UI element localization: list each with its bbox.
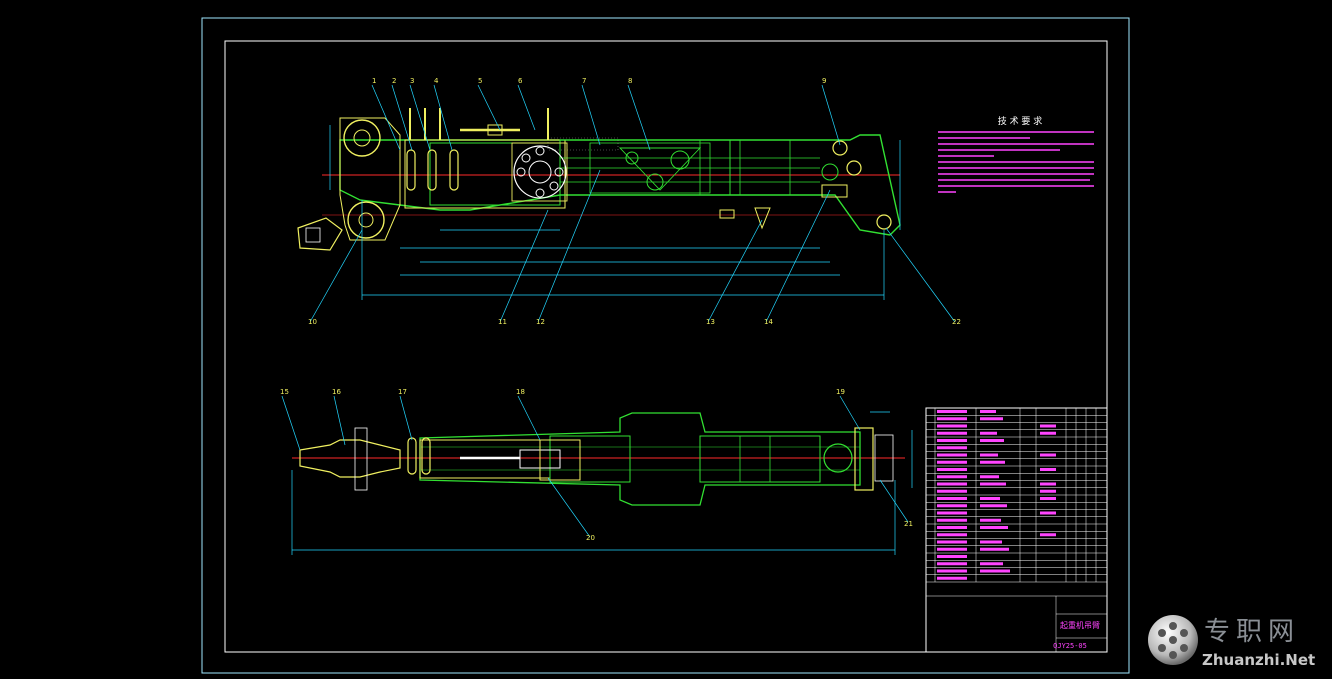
balloon-label: 20 [586,534,595,542]
watermark: 专职网 Zhuanzhi.Net [1142,605,1324,675]
balloon-label: 17 [398,388,407,396]
balloon-label: 19 [836,388,845,396]
balloon-label: 14 [764,318,773,326]
plan-view [281,395,913,555]
balloon-label: 11 [498,318,507,326]
balloon-label: 2 [392,77,396,85]
watermark-cn: 专职网 [1204,617,1301,647]
balloon-label: 9 [822,77,826,85]
tech-title: 技 术 要 求 [998,115,1043,127]
balloon-label: 22 [952,318,961,326]
balloon-label: 12 [536,318,545,326]
balloon-label: 10 [308,318,317,326]
side-view [297,84,956,323]
balloon-label: 8 [628,77,632,85]
balloon-label: 5 [478,77,482,85]
tech-notes [938,131,1094,193]
watermark-en: Zhuanzhi.Net [1202,651,1316,669]
balloon-label: 16 [332,388,341,396]
watermark-globe-icon [1148,615,1198,665]
title-block-name: 起重机吊臂 [1060,620,1100,630]
balloon-label: 7 [582,77,586,85]
balloon-label: 13 [706,318,715,326]
outer-frame [201,17,1130,674]
balloon-label: 18 [516,388,525,396]
balloon-label: 1 [372,77,376,85]
balloon-label: 3 [410,77,414,85]
balloon-label: 6 [518,77,523,85]
drawing-number: QJY25-05 [1053,642,1087,650]
parts-list [925,407,1108,653]
inner-frame [224,40,1108,653]
balloon-label: 15 [280,388,289,396]
balloon-label: 21 [904,520,913,528]
balloon-label: 4 [434,77,439,85]
